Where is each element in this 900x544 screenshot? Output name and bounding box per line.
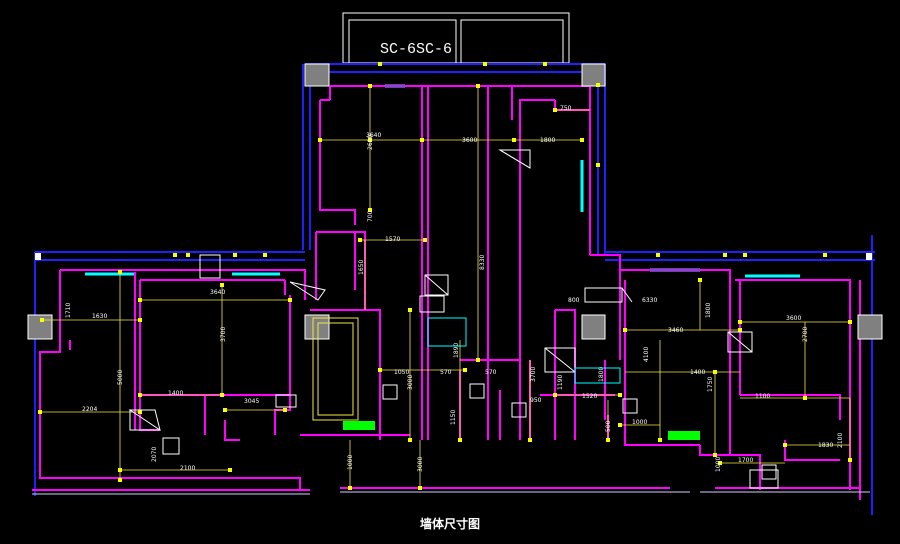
dim-label: 3700 (530, 367, 537, 382)
dim-label: 1000 (632, 419, 647, 426)
dim-label: 750 (560, 105, 572, 112)
green-marks (343, 421, 700, 440)
dim-label: 1800 (598, 367, 605, 382)
dim-label: 800 (568, 297, 580, 304)
dim-label: 570 (440, 369, 452, 376)
dim-label: 3460 (668, 327, 683, 334)
dim-label: 4100 (643, 347, 650, 362)
dim-label: 5000 (117, 370, 124, 385)
dim-label: 2100 (180, 465, 195, 472)
dim-label: 3600 (462, 137, 477, 144)
glass-panels (85, 84, 800, 278)
dimension-labels: 750 3640 3600 1800 2600 700 1570 1650 83… (65, 105, 844, 472)
drawing-title: 墙体尺寸图 (420, 516, 480, 531)
dim-label: 3000 (417, 457, 424, 472)
dim-label: 1050 (394, 369, 409, 376)
dim-label: 3000 (407, 375, 414, 390)
dim-label: 1400 (690, 369, 705, 376)
dim-label: 1100 (755, 393, 770, 400)
dim-label: 570 (485, 369, 497, 376)
dim-label: 1700 (738, 457, 753, 464)
dim-label: 2100 (837, 433, 844, 448)
dimension-ticks (38, 62, 852, 490)
dim-label: 500 (605, 420, 612, 432)
dim-label: 1800 (705, 303, 712, 318)
fixtures (162, 317, 779, 489)
dim-label: 1190 (557, 375, 564, 390)
dim-label: 1570 (385, 236, 400, 243)
dim-label: 2204 (82, 406, 97, 413)
sc-label-right: SC-6 (416, 41, 452, 58)
dim-label: 1000 (715, 457, 722, 472)
dim-label: 1890 (453, 343, 460, 358)
exterior-lines (32, 491, 870, 495)
structural-columns (27, 63, 883, 340)
dim-label: 3045 (244, 398, 259, 405)
dim-label: 3640 (366, 132, 381, 139)
dim-label: 2700 (802, 327, 809, 342)
dim-label: 1830 (818, 442, 833, 449)
dim-label: 2600 (367, 135, 374, 150)
dim-label: 1800 (540, 137, 555, 144)
dim-label: 1400 (168, 390, 183, 397)
dim-label: 950 (530, 397, 542, 404)
dim-label: 1650 (358, 260, 365, 275)
dim-label: 1150 (450, 410, 457, 425)
window-frames (34, 63, 875, 515)
dim-label: 3640 (210, 289, 225, 296)
dim-label: 2070 (151, 447, 158, 462)
dim-label: 6330 (642, 297, 657, 304)
dim-label: 1630 (92, 313, 107, 320)
dim-label: 1000 (347, 455, 354, 470)
dim-label: 3700 (220, 327, 227, 342)
top-frame: SC-6 SC-6 (342, 12, 570, 64)
door-swings (128, 149, 753, 432)
dimension-lines (40, 86, 851, 488)
dim-label: 1750 (707, 377, 714, 392)
walls (32, 85, 861, 500)
dim-label: 700 (367, 210, 374, 222)
dim-label: 1520 (582, 393, 597, 400)
dim-label: 3600 (786, 315, 801, 322)
end-markers (35, 253, 872, 260)
sc-label-left: SC-6 (380, 41, 416, 58)
dim-label: 1710 (65, 303, 72, 318)
dim-label: 8330 (479, 255, 486, 270)
